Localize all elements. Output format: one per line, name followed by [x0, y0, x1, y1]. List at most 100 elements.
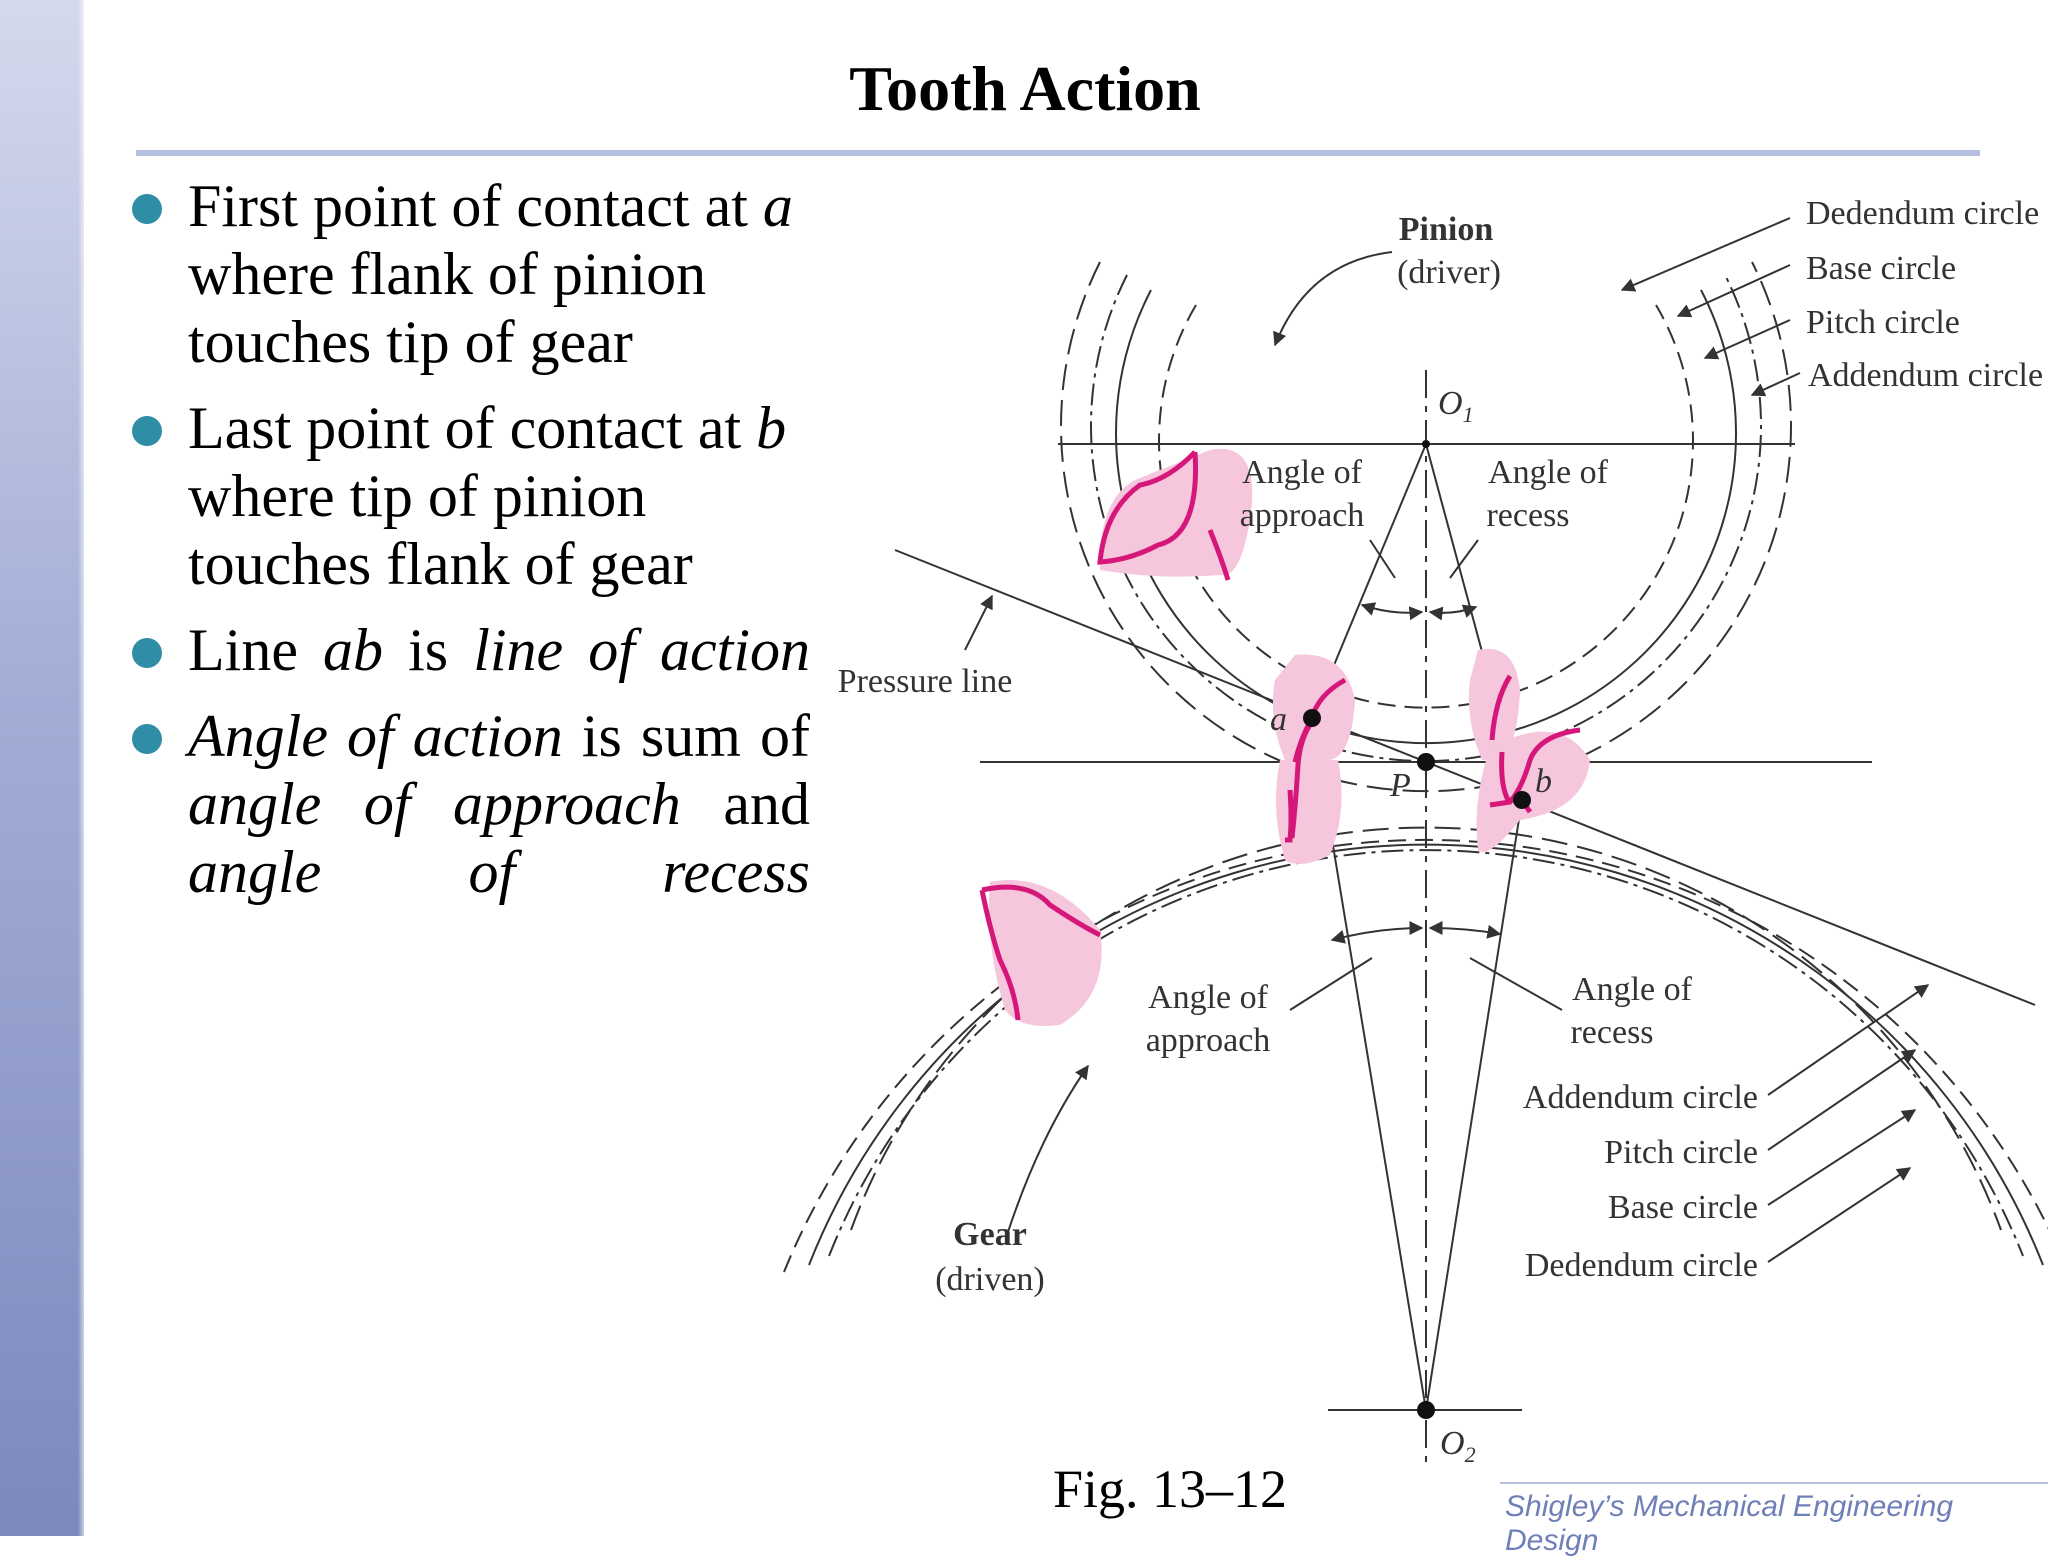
pinion-subtitle: (driver) [1397, 254, 1501, 291]
pinion-approach-arc [1360, 602, 1424, 621]
bullet-text: First point of contact at a where flank … [188, 172, 810, 376]
bullet-text-segment: line of action [473, 617, 810, 683]
bullet-item: Line ab is line of action [130, 616, 810, 684]
gear-base-label: Base circle [1608, 1189, 1758, 1226]
figure-caption: Fig. 13–12 [1052, 1459, 1288, 1519]
gear-dedendum-leader [1767, 1167, 1912, 1263]
pinion-tooth-left [1097, 450, 1231, 581]
pinion-recess-arc [1428, 604, 1478, 621]
bullet-text-segment: a [762, 173, 793, 239]
gear-tooth-b [1499, 751, 1533, 814]
bullet-text-segment: b [756, 395, 787, 461]
gear-recess-arc [1428, 921, 1502, 939]
pinion-base-leader [1676, 264, 1791, 318]
pinion-dedendum-label: Dedendum circle [1806, 195, 2039, 232]
bullet-text: Last point of contact at b where tip of … [188, 394, 810, 598]
pinion-approach-pointer [1369, 539, 1396, 579]
point-p [1417, 753, 1435, 771]
pinion-recess-label-line2: recess [1486, 497, 1569, 534]
gear-dedendum-circle [783, 839, 2048, 1273]
gear-pitch-label: Pitch circle [1604, 1134, 1758, 1171]
gear-tooth-left [979, 884, 1102, 1021]
gear-approach-pointer [1289, 957, 1373, 1011]
point-a [1303, 709, 1321, 727]
pinion-title: Pinion [1399, 211, 1494, 248]
pinion-pitch-circle [1090, 274, 1762, 763]
pinion-rotation-arrow [1273, 251, 1393, 347]
gear-dedendum-label: Dedendum circle [1525, 1247, 1758, 1284]
o2-to-b [1425, 799, 1523, 1411]
bullet-text-segment: angle of approach [188, 771, 681, 837]
gear-pitch-leader [1767, 1049, 1917, 1151]
gear-subtitle: (driven) [935, 1261, 1045, 1298]
bullet-dot-icon [132, 194, 162, 224]
bullet-text-segment: and [680, 771, 810, 837]
point-b-label: b [1535, 763, 1552, 800]
gear-tooth-a [1289, 720, 1315, 839]
bullet-list: First point of contact at a where flank … [130, 172, 810, 924]
bullet-text-segment: Angle of action [188, 703, 563, 769]
pinion-dedendum-leader [1620, 217, 1791, 292]
bullet-dot-icon [132, 638, 162, 668]
gear-circles [783, 826, 2048, 1273]
gear-addendum-label: Addendum circle [1523, 1079, 1758, 1116]
footer-rule [1500, 1482, 2048, 1484]
pinion-approach-label-line1: Angle of [1242, 454, 1363, 491]
gear-approach-arc [1330, 921, 1424, 944]
bullet-text-segment: is sum of [562, 703, 810, 769]
bullet-text-segment: is [383, 617, 474, 683]
figure-labels: Pinion (driver) Gear (driven) Dedendum c… [838, 195, 2043, 1467]
bullet-dot-icon [132, 724, 162, 754]
point-o1 [1422, 440, 1430, 448]
gear-tooth-shade-left [989, 880, 1102, 1026]
gear-recess-pointer [1469, 957, 1563, 1011]
bullet-text-segment: First point of contact at [188, 173, 763, 239]
gear-base-leader [1767, 1109, 1917, 1206]
point-o2 [1417, 1401, 1435, 1419]
bullet-text-segment: Line [188, 617, 324, 683]
pinion-addendum-label: Addendum circle [1808, 357, 2043, 394]
bullet-item: First point of contact at a where flank … [130, 172, 810, 376]
gear-tooth-shade-a [1276, 760, 1342, 864]
gear-approach-label-line2: approach [1146, 1022, 1271, 1059]
gear-tooth-shade-b [1476, 731, 1590, 852]
bullet-text-segment: ab [323, 617, 384, 683]
pinion-pitch-leader [1703, 319, 1791, 360]
gear-recess-label-line1: Angle of [1572, 971, 1693, 1008]
bullet-text: Angle of action is sum of angle of appro… [188, 702, 810, 906]
pinion-recess-label-line1: Angle of [1488, 454, 1609, 491]
o2-label: O2 [1440, 1425, 1476, 1467]
gear-pitch-circle [828, 849, 2024, 1257]
gear-rotation-arrow [1007, 1064, 1089, 1233]
pinion-addendum-leader [1750, 372, 1801, 397]
bullet-text-segment: angle of recess [188, 839, 810, 905]
pressure-line-pointer [964, 594, 993, 651]
bullet-text-segment: where tip of pinion touches flank of gea… [188, 463, 693, 597]
bullet-item: Last point of contact at b where tip of … [130, 394, 810, 598]
gear-approach-label-line1: Angle of [1148, 979, 1269, 1016]
bullet-text: Line ab is line of action [188, 616, 810, 684]
pinion-recess-pointer [1449, 539, 1479, 579]
bullet-text-segment: Last point of contact at [188, 395, 757, 461]
point-p-label: P [1389, 767, 1411, 804]
gear-addendum-leader [1767, 984, 1930, 1096]
side-decoration-bar [0, 0, 84, 1536]
pinion-approach-label-line2: approach [1240, 497, 1365, 534]
gear-title: Gear [953, 1216, 1027, 1253]
gear-addendum-circle [850, 826, 2002, 1231]
points [1303, 440, 1531, 1419]
slide-title: Tooth Action [849, 53, 1201, 124]
pinion-pitch-label: Pitch circle [1806, 304, 1960, 341]
angle-arrows [1289, 539, 1563, 1011]
pinion-base-label: Base circle [1806, 250, 1956, 287]
title-underline [136, 150, 1980, 156]
pressure-line-label: Pressure line [838, 663, 1013, 700]
bullet-text-segment: where flank of pinion touches tip of gea… [188, 241, 707, 375]
bullet-item: Angle of action is sum of angle of appro… [130, 702, 810, 906]
point-b [1513, 791, 1531, 809]
footer-credit: Shigley’s Mechanical Engineering Design [1505, 1490, 1954, 1557]
pressure-line [894, 549, 2036, 1006]
point-a-label: a [1270, 701, 1287, 738]
o1-label: O1 [1438, 385, 1474, 427]
